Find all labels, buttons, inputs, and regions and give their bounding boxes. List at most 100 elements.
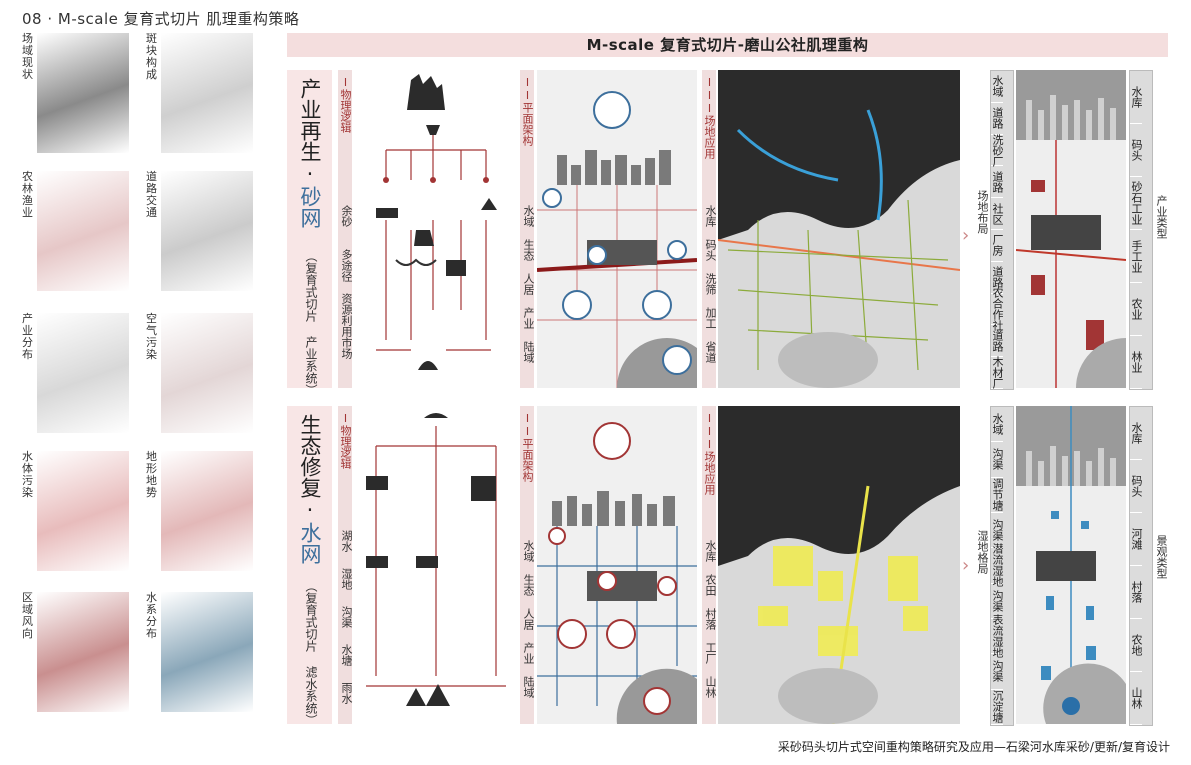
thumbnail-image — [37, 33, 129, 153]
thumbnail-image — [161, 313, 253, 433]
thumbnail-image — [37, 313, 129, 433]
thumbnail-image — [161, 451, 253, 571]
column-item: 陆域 — [522, 341, 535, 363]
column-item: 工厂 — [704, 642, 717, 664]
hopper-icon — [426, 125, 440, 135]
column-item: 水域 — [522, 205, 535, 227]
layout-cell: 道路 — [991, 262, 1004, 294]
layout-cell: 木材厂 — [991, 356, 1004, 390]
footer-caption: 采砂码头切片式空间重构策略研究及应用—石梁河水库采砂/更新/复育设计 — [777, 740, 1170, 754]
s1-col2-head: II平面架构 — [521, 76, 534, 146]
column-item: 产业 — [522, 642, 535, 664]
thumbnail-image — [161, 33, 253, 153]
thumbnail-label: 道路交通 — [146, 170, 157, 219]
layout-cell: 沉淀塘 — [991, 690, 1004, 725]
column-item: 产业 — [522, 307, 535, 329]
page-title: 08 · M-scale 复育式切片 肌理重构策略 — [22, 10, 300, 28]
s1-col1-head: I物理逻辑 — [339, 76, 352, 133]
thumbnail-label: 水体污染 — [22, 450, 33, 499]
section-1-col2-strip — [520, 70, 534, 388]
column-item: 湖水 — [340, 530, 353, 552]
s1-side-label: 产业类型 — [1155, 195, 1168, 239]
column-item: 多途径 — [340, 249, 353, 282]
layout-cell: 河滩 — [1130, 513, 1143, 566]
mountain-icon — [481, 198, 497, 210]
s1-layout-diagram — [1016, 70, 1126, 388]
section-2-col3-strip — [702, 406, 716, 724]
thumbnail-image — [161, 171, 253, 291]
section-1-col3-strip — [702, 70, 716, 388]
section-2-subtitle: （复育式切片 滤水系统） — [304, 580, 318, 726]
section-2-col2-strip — [520, 406, 534, 724]
column-item: 生态 — [522, 239, 535, 261]
section-1-title: 产业再生·砂网 — [298, 78, 322, 228]
section-1-subtitle: （复育式切片 产业系统） — [304, 250, 318, 396]
layout-cell: 水域 — [991, 71, 1004, 103]
lake-icon — [424, 413, 448, 418]
section-1-title-panel — [287, 70, 332, 388]
tunnel-icon — [418, 361, 438, 370]
thumbnail-label: 场域现状 — [22, 32, 33, 81]
arrow-right-icon: › — [962, 225, 970, 246]
layout-cell: 社区 — [991, 198, 1004, 230]
mountain-icon — [406, 684, 450, 706]
layout-cell-column: 水库码头砂石工业手工业农业林业 — [1129, 70, 1153, 390]
s1-site-map — [718, 70, 960, 388]
layout-cell: 砂石工业 — [1130, 177, 1143, 230]
s2-col1-head: I物理逻辑 — [339, 412, 352, 469]
thumbnail-label: 斑块构成 — [146, 32, 157, 81]
layout-cell: 沟渠 — [991, 584, 1004, 619]
s2-layout-label: 湿地格局 — [976, 530, 989, 574]
column-item: 省道 — [704, 341, 717, 363]
column-item: 市场 — [340, 337, 353, 359]
thumbnail-image — [37, 171, 129, 291]
factory-icon — [376, 208, 398, 218]
layout-cell: 沟渠 — [991, 654, 1004, 690]
pond-icon — [416, 556, 438, 568]
layout-cell-column: 水库码头河滩村落农地山林 — [1129, 406, 1153, 726]
column-item: 加工 — [704, 307, 717, 329]
column-item: 水域 — [522, 540, 535, 562]
layout-cell: 道路 — [991, 325, 1004, 358]
column-item: 山林 — [704, 676, 717, 698]
layout-cell-column: 水域道路洗砂厂道路社区厂房道路农合作社道路木材厂 — [990, 70, 1014, 390]
s2-col2-head: II平面架构 — [521, 412, 534, 482]
column-item: 陆域 — [522, 676, 535, 698]
column-item: 村落 — [704, 608, 717, 630]
s1-layout-label: 场地布局 — [976, 190, 989, 234]
layout-cell: 水域 — [991, 407, 1004, 443]
column-item: 余砂 — [340, 205, 353, 227]
wave-icon — [395, 258, 437, 266]
layout-cell: 沟渠 — [991, 442, 1004, 478]
thumbnail-label: 水系分布 — [146, 591, 157, 640]
layout-cell: 洗砂厂 — [991, 133, 1004, 167]
column-item: 码头 — [704, 239, 717, 261]
s2-layout-diagram — [1016, 406, 1126, 724]
column-item: 洗筛 — [704, 273, 717, 295]
layout-cell: 潜流湿地 — [991, 543, 1004, 588]
s1-logic-diagram — [376, 74, 497, 370]
layout-cell: 农合作社 — [991, 286, 1004, 331]
thumbnail-label: 地形地势 — [146, 450, 157, 499]
thumbnail-label: 产业分布 — [22, 312, 33, 361]
section-1-col1-strip — [338, 70, 352, 388]
section-2-title-panel — [287, 406, 332, 724]
arrow-right-icon: › — [962, 555, 970, 576]
column-item: 农田 — [704, 574, 717, 596]
marsh-icon — [366, 476, 388, 490]
layout-cell: 山林 — [1130, 672, 1143, 725]
layout-cell: 厂房 — [991, 230, 1004, 262]
column-item: 水塘 — [340, 644, 353, 666]
thumbnail-image — [37, 451, 129, 571]
layout-cell: 水库 — [1130, 71, 1143, 124]
layout-cell: 农业 — [1130, 283, 1143, 336]
excavator-icon — [407, 74, 445, 110]
column-item: 雨水 — [340, 682, 353, 704]
thumbnail-image — [37, 592, 129, 712]
layout-cell: 道路 — [991, 166, 1004, 199]
layout-cell: 水库 — [1130, 407, 1143, 460]
layout-cell: 沟渠 — [991, 513, 1004, 549]
canal-icon — [366, 556, 388, 568]
thumbnail-label: 空气污染 — [146, 312, 157, 361]
thumbnail-label: 区域风向 — [22, 591, 33, 640]
